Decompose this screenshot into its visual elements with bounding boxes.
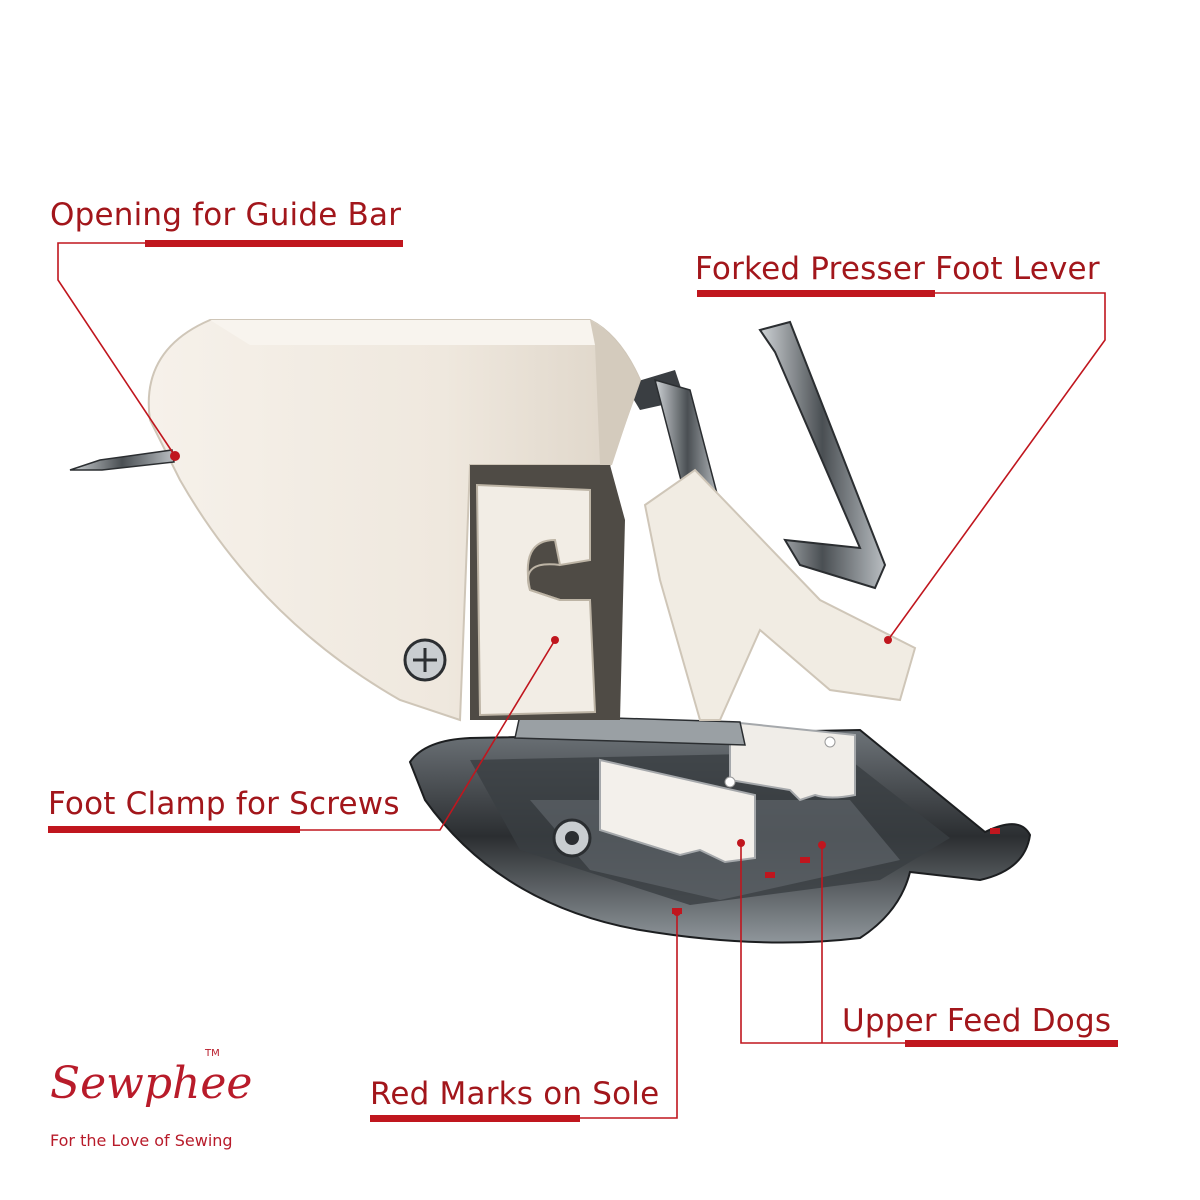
brand-logo: Sewphee — [50, 1058, 253, 1109]
leader-clamp — [300, 639, 556, 831]
leader-feed-dogs — [740, 843, 905, 1044]
underline-lever — [697, 290, 935, 297]
metal-lever-fork — [758, 320, 887, 590]
label-clamp: Foot Clamp for Screws — [48, 786, 400, 822]
feed-dog-back — [729, 720, 856, 802]
brand-trademark: TM — [205, 1048, 220, 1059]
red-mark-1 — [990, 828, 1000, 834]
leader-lines — [57, 242, 1106, 1119]
red-mark-3 — [765, 872, 775, 878]
label-red-marks: Red Marks on Sole — [370, 1076, 660, 1112]
red-mark-2 — [800, 857, 810, 863]
label-lever: Forked Presser Foot Lever — [695, 251, 1100, 287]
leader-red-marks — [580, 912, 678, 1119]
feed-dog-front — [599, 758, 756, 864]
label-feed-dogs: Upper Feed Dogs — [842, 1003, 1112, 1039]
leader-guide-bar — [57, 242, 176, 457]
leader-lever — [887, 292, 1106, 641]
underline-feed-dogs — [905, 1040, 1118, 1047]
label-guide-bar: Opening for Guide Bar — [50, 197, 402, 233]
guide-bar-pin — [69, 449, 175, 471]
underline-guide-bar — [145, 240, 403, 247]
foot-clamp — [475, 483, 597, 717]
plastic-lever — [643, 468, 917, 721]
underline-red-marks — [370, 1115, 580, 1122]
brand-tagline: For the Love of Sewing — [50, 1131, 233, 1150]
underline-clamp — [48, 826, 300, 833]
